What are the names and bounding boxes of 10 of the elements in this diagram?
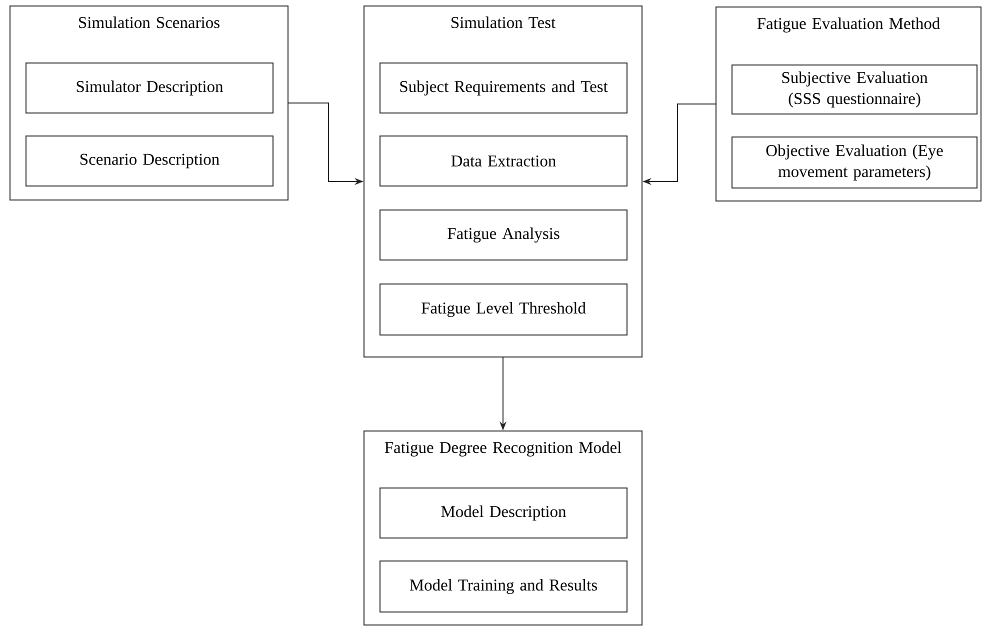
process-box: Fatigue Level Threshold [380,284,628,336]
process-box: Fatigue Analysis [380,210,628,260]
process-box: Scenario Description [26,136,274,186]
process-box: Model Training and Results [380,560,628,612]
process-box: Subjective Evaluation (SSS questionnaire) [732,64,978,114]
process-box: Data Extraction [380,136,628,186]
process-box: Simulator Description [26,62,274,114]
process-box: Model Description [380,488,628,538]
process-box: Objective Evaluation (Eye movement parameters) [732,136,978,188]
process-box: Subject Requirements and Test [380,62,628,114]
